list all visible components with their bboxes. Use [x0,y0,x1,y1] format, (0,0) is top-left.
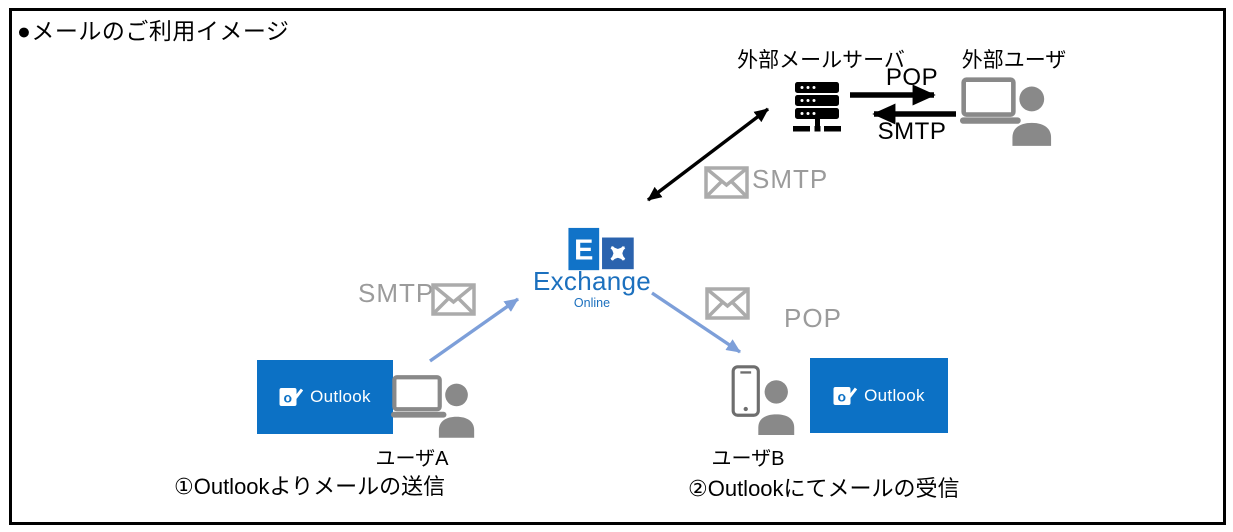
user-b-phone-icon [726,364,796,436]
envelope-icon [431,283,476,316]
user-b-label: ユーザB [711,448,785,470]
user-a-label: ユーザA [375,448,449,470]
user-a-laptop-icon [391,372,475,438]
outlook-box-sender: o Outlook [257,360,393,434]
external-user-laptop-icon [960,74,1052,146]
send-caption: ①Outlookよりメールの送信 [174,474,446,499]
server-icon [792,82,846,132]
exchange-smtp-label: SMTP [752,164,829,194]
outlook-label: Outlook [864,385,925,405]
outlook-box-receiver: o Outlook [810,358,948,433]
external-mail-server-label: 外部メールサーバ [737,49,905,72]
page-title: ●メールのご利用イメージ [17,18,290,44]
external-user-label: 外部ユーザ [961,49,1067,72]
exchange-logo-icon: E [566,226,640,274]
outlook-label: Outlook [310,387,371,406]
exchange-subname: Online [573,296,611,310]
envelope-icon [705,287,750,320]
receive-caption: ②Outlookにてメールの受信 [688,476,960,501]
envelope-icon [704,166,749,199]
outlook-logo-icon: o [279,388,304,406]
svg-text:o: o [838,388,847,404]
outlook-logo-icon: o [833,386,858,405]
smtp-arrow-label: SMTP [877,118,947,145]
send-smtp-label: SMTP [358,278,435,308]
page-frame [9,8,1226,525]
svg-text:o: o [284,390,293,406]
pop-arrow-label: POP [885,64,939,91]
exchange-name: Exchange [532,266,652,296]
svg-text:E: E [574,235,593,267]
receive-pop-label: POP [784,303,842,333]
